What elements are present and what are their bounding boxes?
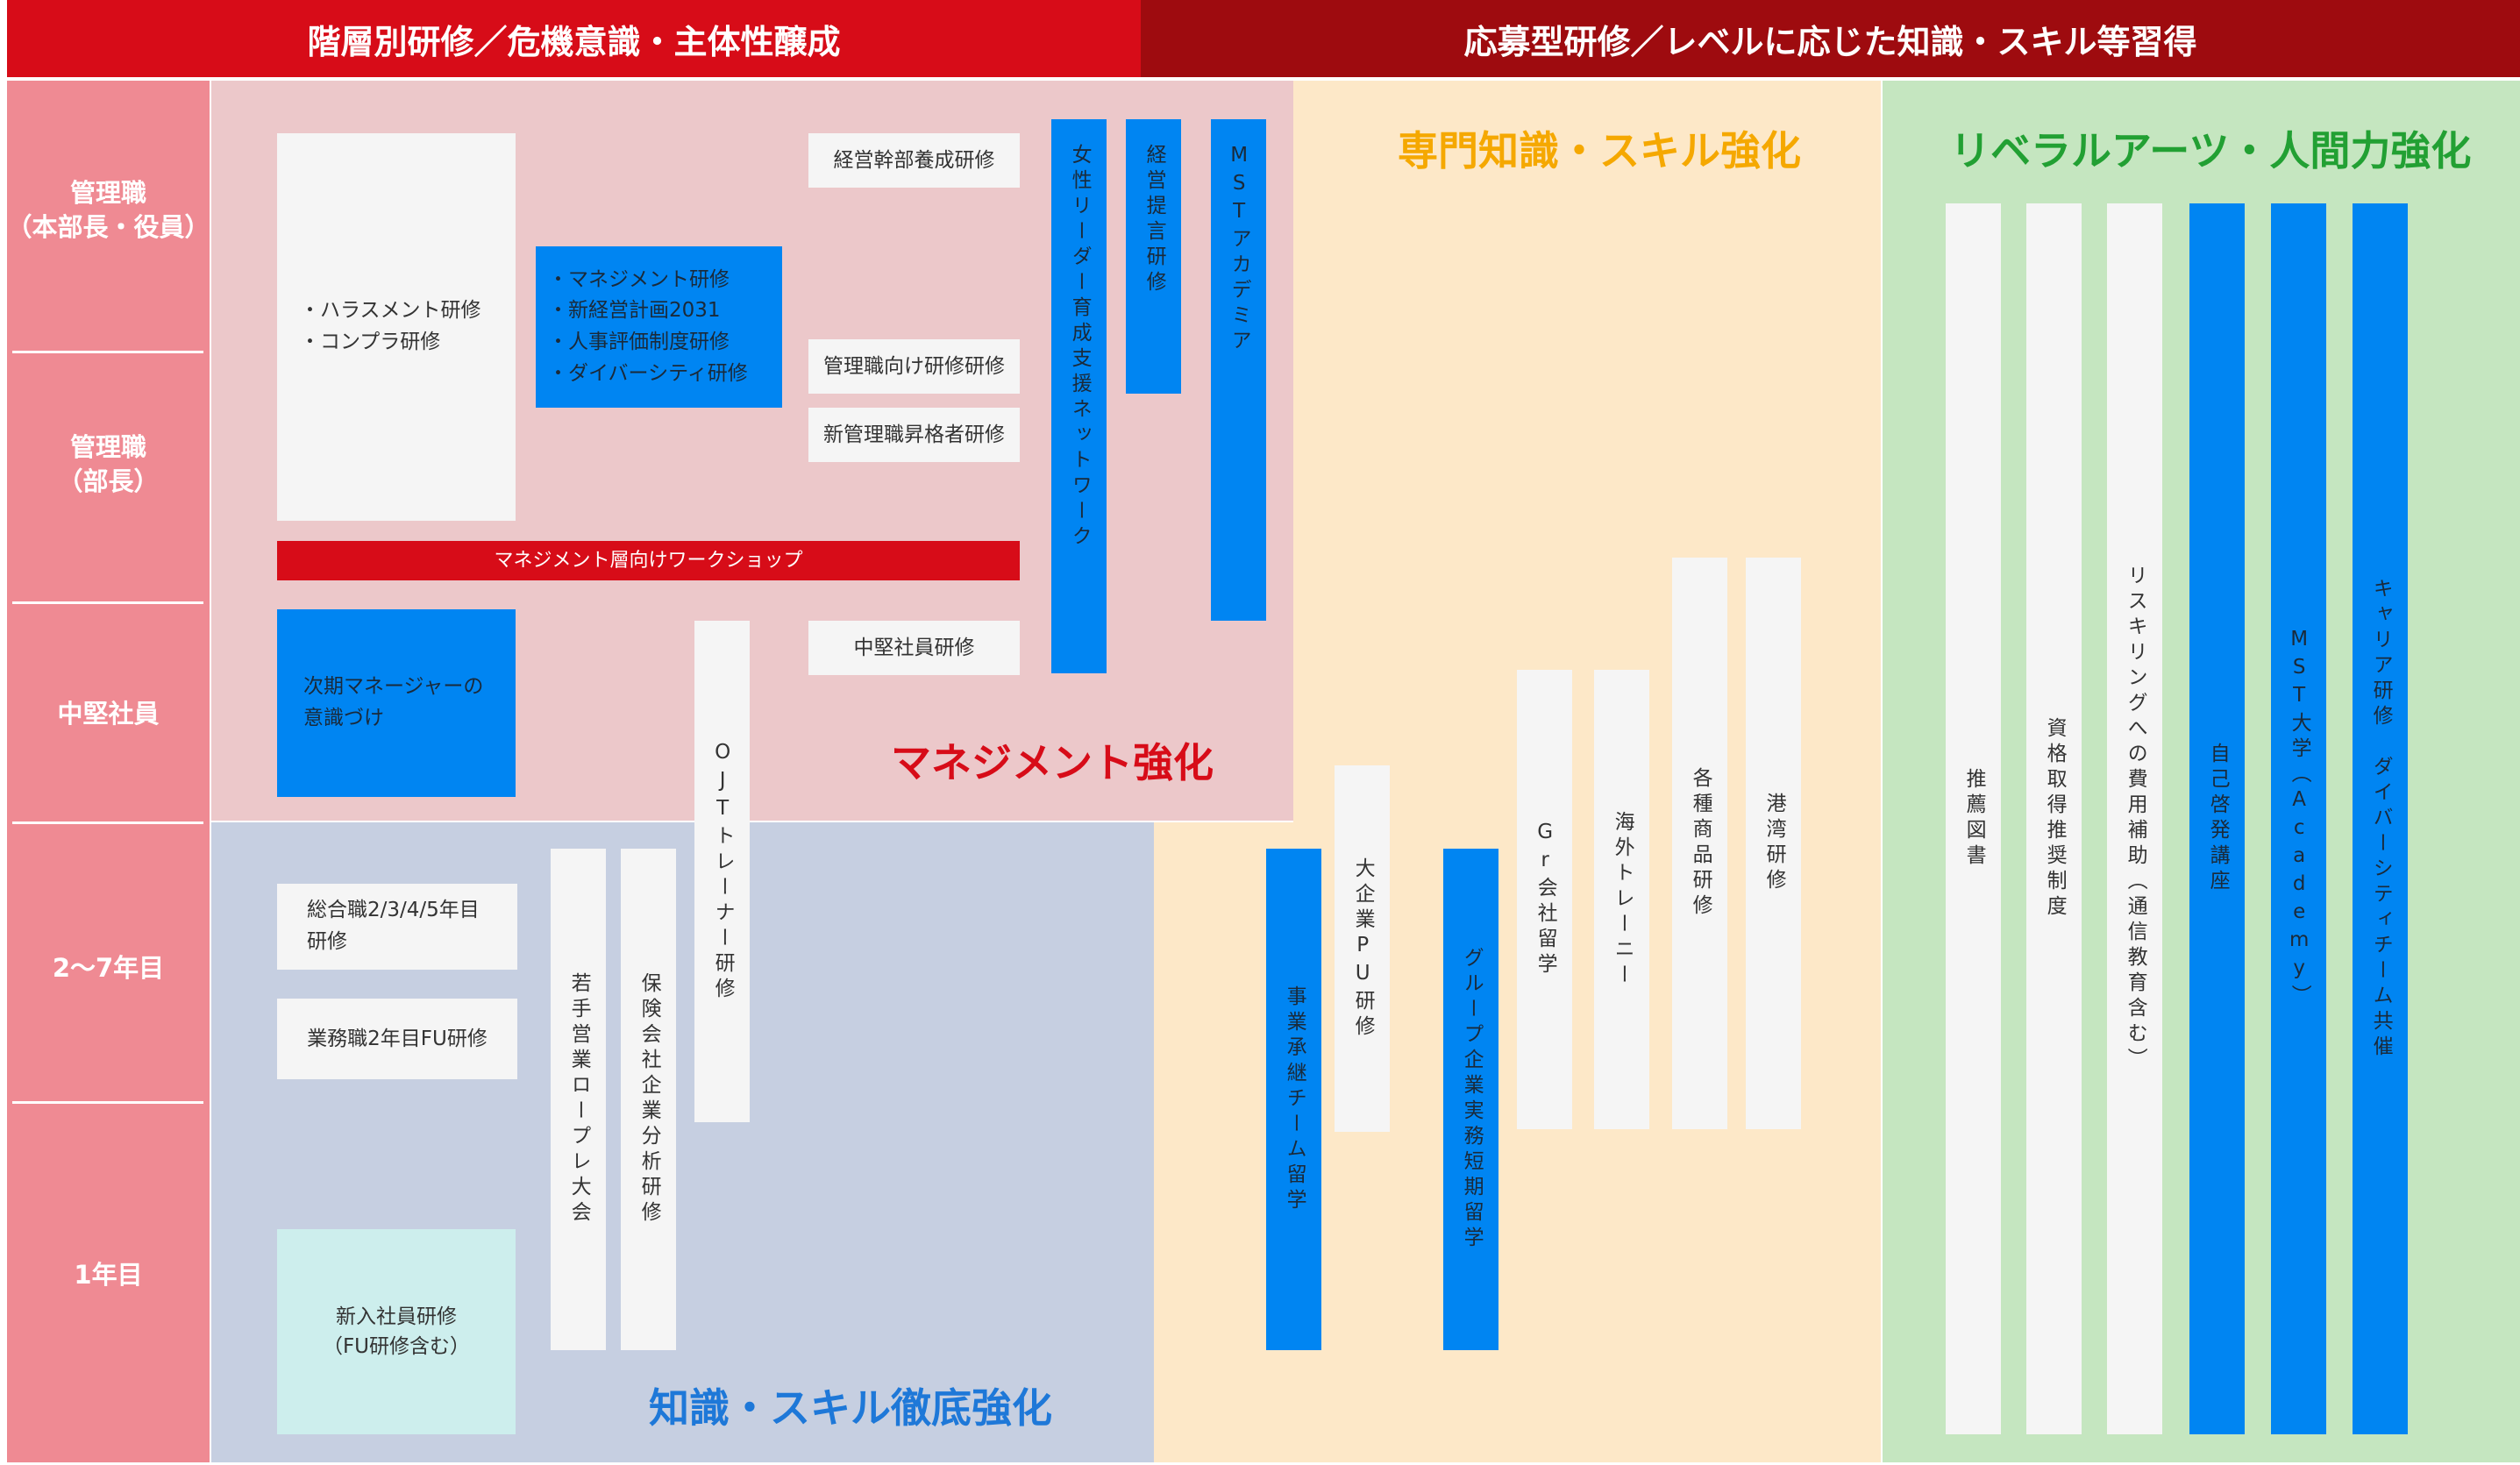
manager-training-box: 管理職向け研修研修	[808, 339, 1020, 394]
zone-title-knowledge: 知識・スキル徹底強化	[649, 1384, 1052, 1432]
row-label-years: 2〜7年目	[52, 953, 165, 984]
row-label-mid: 中堅社員	[57, 699, 160, 729]
ojt-trainer-box: OJTトレーナー研修	[694, 621, 750, 1122]
row-divider	[12, 1101, 203, 1104]
overseas-trainee-box: 海外トレーニー	[1594, 670, 1649, 1129]
row-divider	[12, 821, 203, 824]
career-training-box: キャリア研修 ダイバーシティチーム共催	[2353, 203, 2408, 1434]
zone-title-liberal: リベラルアーツ・人間力強化	[1950, 127, 2472, 174]
group-short-study-box: グループ企業実務短期留学	[1443, 849, 1498, 1350]
qualification-box: 資格取得推奨制度	[2026, 203, 2082, 1434]
row-label-column	[7, 81, 210, 1462]
young-sales-roleplay-box: 若手営業ロープレ大会	[551, 849, 606, 1350]
new-hire-training-box: 新入社員研修 （FU研修含む）	[277, 1229, 516, 1434]
gr-company-study-box: Gr会社留学	[1517, 670, 1572, 1129]
mid-career-training-box: 中堅社員研修	[808, 621, 1020, 675]
new-manager-box: 新管理職昇格者研修	[808, 408, 1020, 462]
gyomu-training-box: 業務職2年目FU研修	[277, 999, 517, 1079]
product-training-box: 各種商品研修	[1672, 558, 1727, 1129]
recommended-books-box: 推薦図書	[1946, 203, 2001, 1434]
row-divider	[12, 601, 203, 604]
row-label-manager: 管理職 （部長）	[57, 431, 160, 496]
mst-university-box: MST大学（Academy）	[2271, 203, 2326, 1434]
women-leader-network-box: 女性リーダー育成支援ネットワーク	[1051, 119, 1107, 673]
exec-development-box: 経営幹部養成研修	[808, 133, 1020, 188]
management-training-box: ・マネジメント研修 ・新経営計画2031 ・人事評価制度研修 ・ダイバーシティ研…	[536, 246, 782, 408]
management-workshop-bar: マネジメント層向けワークショップ	[277, 541, 1020, 580]
reskilling-box: リスキリングへの費用補助（通信教育含む）	[2107, 203, 2162, 1434]
header-hierarchical: 階層別研修／危機意識・主体性醸成	[7, 0, 1141, 77]
succession-team-box: 事業承継チーム留学	[1266, 849, 1321, 1350]
self-development-box: 自己啓発講座	[2189, 203, 2245, 1434]
insurer-analysis-box: 保険会社企業分析研修	[621, 849, 676, 1350]
header-application: 応募型研修／レベルに応じた知識・スキル等習得	[1141, 0, 2520, 77]
zone-title-management: マネジメント強化	[891, 739, 1214, 786]
big-corp-pu-box: 大企業PU研修	[1335, 765, 1390, 1132]
row-label-first: 1年目	[74, 1260, 143, 1291]
harassment-compliance-box: ・ハラスメント研修 ・コンプラ研修	[277, 133, 516, 521]
next-manager-box: 次期マネージャーの 意識づけ	[277, 609, 516, 797]
harbor-training-box: 港湾研修	[1746, 558, 1801, 1129]
row-divider	[12, 351, 203, 353]
row-label-executive: 管理職 （本部長・役員）	[6, 177, 210, 242]
mst-academia-box: MSTアカデミア	[1211, 119, 1266, 621]
zone-title-professional: 専門知識・スキル強化	[1398, 127, 1801, 174]
sogo-training-box: 総合職2/3/4/5年目 研修	[277, 884, 517, 970]
management-proposal-box: 経営提言研修	[1126, 119, 1181, 394]
